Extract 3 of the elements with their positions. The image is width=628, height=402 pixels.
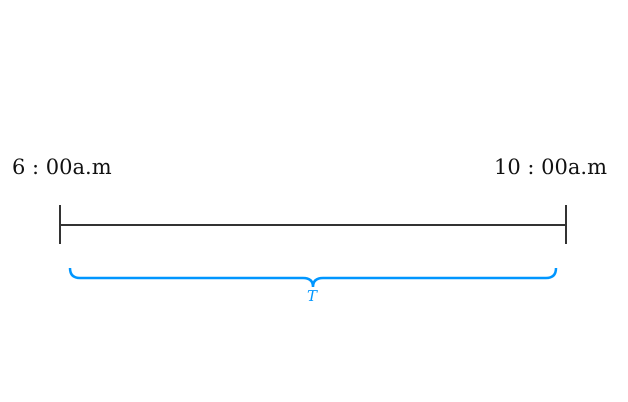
time-label: 6 : 00a.m [12,155,112,179]
duration-label: T [307,287,318,305]
time-label: 10 : 00a.m [494,155,607,179]
